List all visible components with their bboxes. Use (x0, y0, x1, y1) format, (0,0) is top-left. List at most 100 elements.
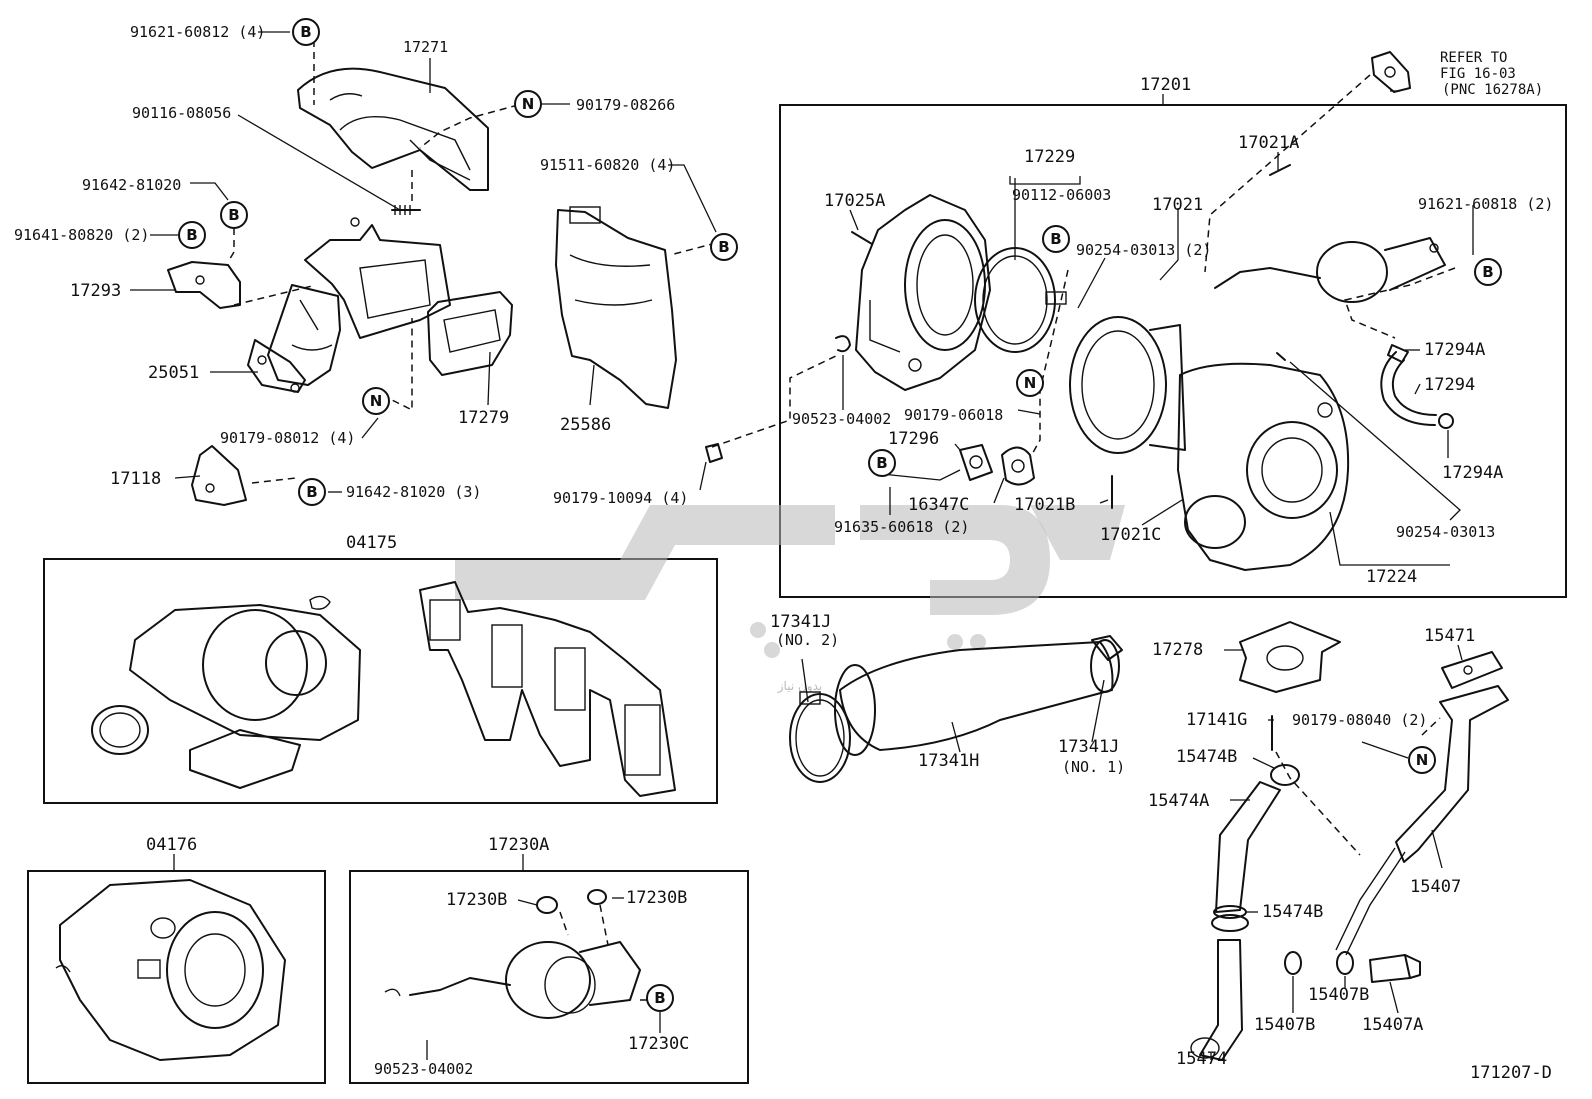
watermark-text: بدون نیاز (777, 679, 822, 694)
svg-text:B: B (300, 23, 311, 41)
callout-n-4: N (1408, 746, 1436, 774)
label-no1: (NO. 1) (1062, 758, 1125, 776)
label-15474B-top: 15474B (1176, 747, 1237, 767)
compressor-housing-17021C (1177, 362, 1350, 571)
label-90112-06003: 90112-06003 (1012, 186, 1111, 204)
label-04176: 04176 (146, 835, 197, 855)
label-15407B-left: 15407B (1254, 1015, 1315, 1035)
clamp-17229 (974, 247, 1067, 353)
heat-insulator-17271 (297, 67, 489, 191)
label-17341H: 17341H (918, 751, 979, 771)
label-91621-60818: 91621-60818 (2) (1418, 195, 1553, 213)
svg-text:B: B (1482, 263, 1493, 281)
label-90523-04002: 90523-04002 (792, 410, 891, 428)
callout-b-8: B (868, 449, 896, 477)
label-15407A: 15407A (1362, 1015, 1423, 1035)
kit-04175-turbo (91, 595, 361, 789)
gasket-17296 (959, 444, 993, 481)
label-17296: 17296 (888, 429, 939, 449)
bolt-90116-08056 (391, 205, 421, 215)
label-17341J-no2: 17341J (770, 612, 831, 632)
label-17201: 17201 (1140, 75, 1191, 95)
label-17341J-no1: 17341J (1058, 737, 1119, 757)
label-90254-03013: 90254-03013 (1396, 523, 1495, 541)
svg-text:B: B (1050, 230, 1061, 248)
label-17021: 17021 (1152, 195, 1203, 215)
label-17021B: 17021B (1014, 495, 1075, 515)
callout-n-3: N (1016, 369, 1044, 397)
label-17294A-top: 17294A (1424, 340, 1485, 360)
actuator-17230A (384, 889, 641, 1019)
wastegate-actuator (1214, 237, 1446, 303)
label-17025A: 17025A (824, 191, 885, 211)
pin-90254-03013 (1276, 352, 1286, 361)
label-17294A-bottom: 17294A (1442, 463, 1503, 483)
turbo-core-box (27, 870, 326, 1084)
label-17293: 17293 (70, 281, 121, 301)
label-17230B-right: 17230B (626, 888, 687, 908)
svg-text:B: B (718, 238, 729, 256)
label-17294: 17294 (1424, 375, 1475, 395)
stud-17025A (851, 231, 873, 245)
label-17279: 17279 (458, 408, 509, 428)
watermark-logo: بدون نیاز (455, 505, 1125, 694)
gasket-kit-box (43, 558, 718, 804)
heat-insulator-25586 (555, 206, 677, 409)
actuator-box (349, 870, 749, 1084)
label-91642-81020-3: 91642-81020 (3) (346, 483, 481, 501)
bracket-17293 (167, 261, 241, 309)
intake-hose-17341H (834, 639, 1120, 756)
label-17224: 17224 (1366, 567, 1417, 587)
label-15407: 15407 (1410, 877, 1461, 897)
label-90179-08266: 90179-08266 (576, 96, 675, 114)
callout-b-7: B (1474, 258, 1502, 286)
callout-b-5: B (298, 478, 326, 506)
label-15474A: 15474A (1148, 791, 1209, 811)
svg-text:N: N (522, 95, 535, 113)
oil-pipe-15407 (1335, 685, 1509, 956)
label-25586: 25586 (560, 415, 611, 435)
stud-17021A (1269, 164, 1291, 176)
label-16347C: 16347C (908, 495, 969, 515)
gasket-17279 (427, 291, 513, 376)
label-91621-60812: 91621-60812 (4) (130, 23, 265, 41)
label-17141G: 17141G (1186, 710, 1247, 730)
label-15474: 15474 (1176, 1049, 1227, 1069)
svg-text:N: N (370, 392, 383, 410)
oil-pipe-15474 (1190, 914, 1249, 1061)
label-17230B-left: 17230B (446, 890, 507, 910)
label-25051: 25051 (148, 363, 199, 383)
svg-text:B: B (876, 454, 887, 472)
kit-04176-turbo-core (55, 879, 286, 1061)
label-91642-81020: 91642-81020 (82, 176, 181, 194)
callout-n-1: N (514, 90, 542, 118)
gasket-16347C (1001, 446, 1035, 486)
drawing-code: 171207-D (1470, 1063, 1552, 1083)
dashed-connections (227, 40, 1456, 1001)
gasket-90523-04002 (835, 335, 851, 353)
label-15407B-right: 15407B (1308, 985, 1369, 1005)
callout-b-6: B (1042, 225, 1070, 253)
svg-text:N: N (1024, 374, 1037, 392)
svg-text:B: B (306, 483, 317, 501)
kit-04175-manifold-gasket (419, 581, 676, 797)
callout-b-9: B (646, 984, 674, 1012)
svg-text:B: B (228, 206, 239, 224)
hose-clamp-17341J-no1 (1091, 635, 1123, 661)
svg-text:N: N (1416, 751, 1429, 769)
turbine-housing-17025A (855, 194, 991, 391)
label-refer-to: REFER TO (1440, 50, 1507, 66)
label-91641-80820: 91641-80820 (2) (14, 226, 149, 244)
label-90523-04002-bottom: 90523-04002 (374, 1060, 473, 1078)
nut-90179-10094 (705, 443, 723, 463)
oil-hose-15474A (1215, 764, 1300, 913)
callout-b-2: B (220, 201, 248, 229)
label-90116-08056: 90116-08056 (132, 104, 231, 122)
label-17118: 17118 (110, 469, 161, 489)
label-17021A: 17021A (1238, 133, 1299, 153)
label-17230A: 17230A (488, 835, 549, 855)
label-90179-08040: 90179-08040 (2) (1292, 711, 1427, 729)
label-17230C: 17230C (628, 1034, 689, 1054)
label-15471: 15471 (1424, 626, 1475, 646)
